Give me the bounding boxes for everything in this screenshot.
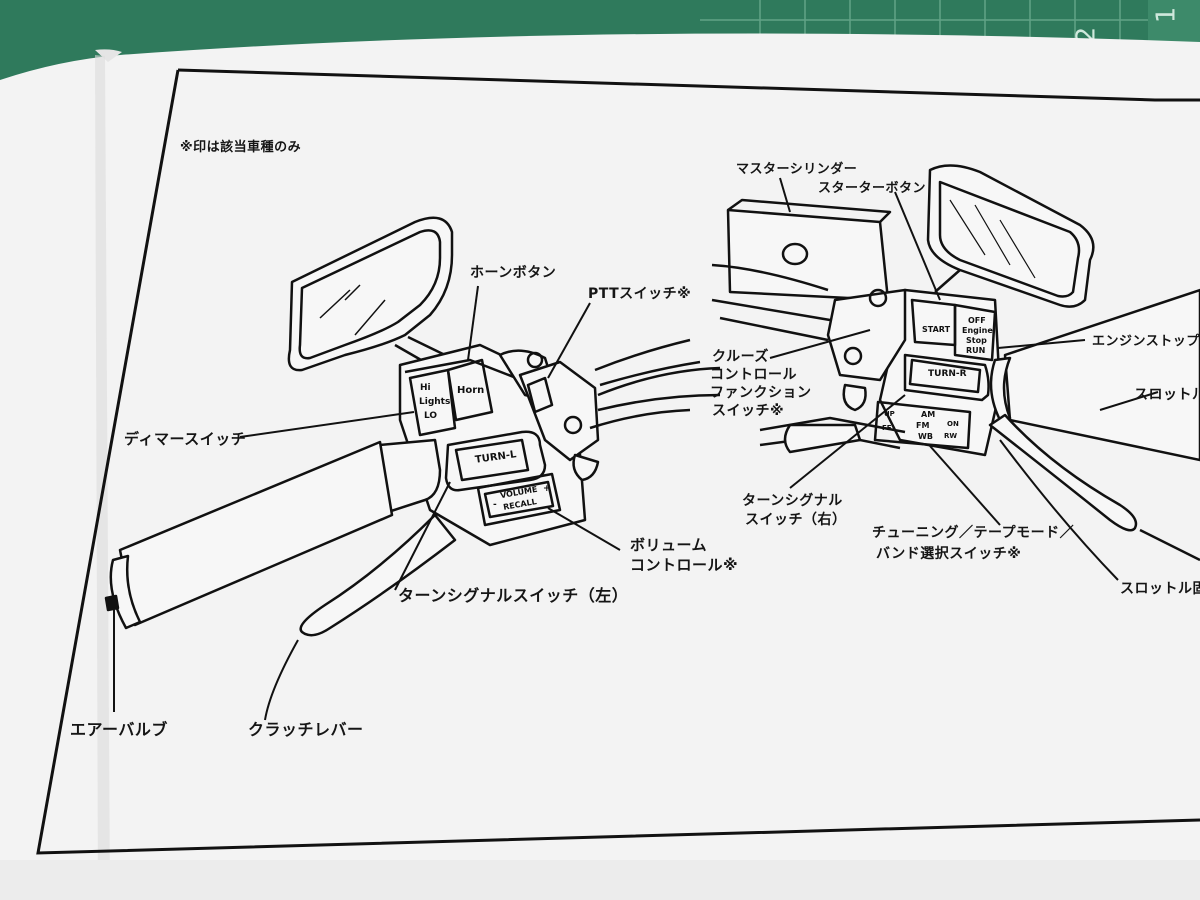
switch-text-lo: LO (424, 411, 438, 421)
label-dimmer-switch: ディマースイッチ (124, 430, 247, 448)
switch-text-lights: Lights (419, 397, 451, 407)
switch-text-hi: Hi (420, 383, 431, 393)
label-volume-control-2: コントロール※ (630, 556, 739, 574)
switch-text-engine: Engine (962, 326, 993, 335)
label-throttle-grip: スロットルグ (1134, 387, 1200, 403)
switch-text-am: AM (921, 410, 936, 419)
switch-text-up: UP (884, 410, 895, 418)
switch-text-start: START (922, 325, 951, 334)
label-turn-signal-right-1: ターンシグナル (742, 493, 843, 509)
label-engine-stop: エンジンストップス (1092, 334, 1200, 349)
switch-text-off: OFF (968, 316, 986, 325)
switch-text-on: ON (947, 420, 959, 428)
switch-text-rw: RW (944, 432, 958, 440)
switch-text-ff: FF (882, 424, 892, 432)
label-cruise-4: スイッチ※ (712, 403, 785, 419)
label-volume-control-1: ボリューム (630, 536, 708, 554)
left-mirror (287, 216, 454, 372)
label-clutch-lever: クラッチレバー (248, 720, 364, 739)
switch-text-turn-r: TURN-R (928, 369, 967, 379)
label-tuning-1: チューニング／テープモード／ (872, 525, 1075, 541)
label-cruise-3: ファンクション (710, 385, 812, 401)
switch-text-plus: + (543, 484, 551, 494)
label-horn-button: ホーンボタン (470, 265, 557, 281)
note-text: ※印は該当車種のみ (180, 140, 302, 155)
label-tuning-2: バンド選択スイッチ※ (876, 546, 1022, 562)
label-turn-signal-right-2: スイッチ（右） (745, 512, 847, 528)
switch-text-fm: FM (916, 421, 930, 430)
label-turn-signal-left: ターンシグナルスイッチ（左） (398, 586, 629, 605)
label-throttle-lock: スロットル固 (1120, 581, 1200, 597)
label-ptt-switch: PTTスイッチ※ (588, 286, 692, 302)
switch-text-horn: Horn (457, 385, 485, 396)
switch-text-run: RUN (966, 346, 986, 355)
label-air-valve: エアーバルブ (70, 720, 168, 739)
switch-text-stop: Stop (966, 336, 987, 345)
label-master-cylinder: マスターシリンダー (736, 162, 858, 177)
label-cruise-1: クルーズ (712, 349, 769, 365)
switch-text-minus: - (493, 500, 497, 510)
label-starter-button: スターターボタン (818, 181, 927, 196)
label-cruise-2: コントロール (710, 367, 797, 383)
switch-text-wb: WB (918, 432, 933, 441)
